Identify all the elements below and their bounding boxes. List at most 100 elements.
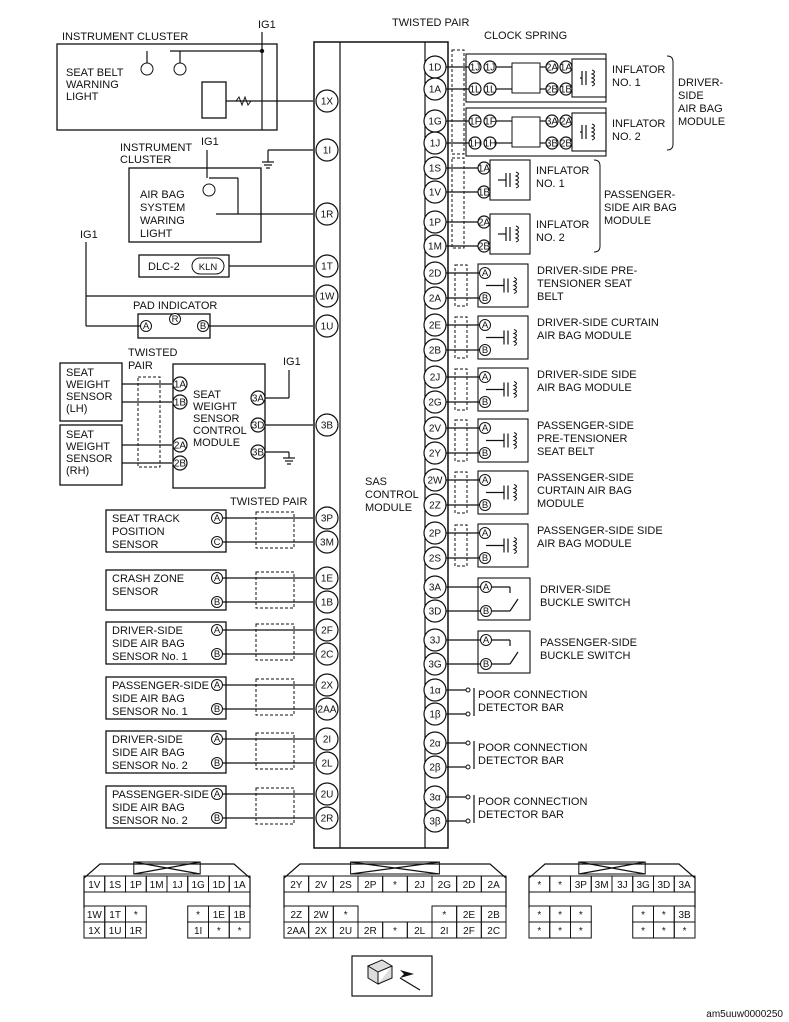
terminal-label: A bbox=[214, 573, 221, 584]
detector-contact bbox=[465, 740, 471, 746]
connector-pin-label: 1P bbox=[130, 880, 143, 891]
connector-pin bbox=[315, 89, 339, 113]
sensor-box-3 bbox=[105, 676, 227, 720]
sensor-label: SENSOR No. 2 bbox=[112, 760, 188, 772]
connector-pin-label: 1V bbox=[88, 880, 101, 891]
buckle-switch-label: PASSENGER-SIDE bbox=[540, 637, 637, 649]
pin-label: 3D bbox=[429, 607, 442, 618]
sensor-label: SENSOR No. 2 bbox=[112, 815, 188, 827]
module-label: CONTROL bbox=[365, 489, 419, 501]
connector-pin-label: * bbox=[537, 926, 541, 937]
driver-airbag-module-label: SIDE bbox=[678, 90, 704, 102]
terminal bbox=[479, 319, 491, 331]
device-label: PASSENGER-SIDE SIDE bbox=[537, 525, 663, 537]
connector-view-icon bbox=[366, 959, 394, 985]
connector-pin bbox=[315, 506, 339, 530]
pin-label: 2α bbox=[429, 739, 441, 750]
squib-box bbox=[571, 58, 607, 98]
terminal-label: A bbox=[143, 321, 150, 332]
switch-contact bbox=[509, 598, 519, 612]
seat-belt-light-label: WARNING bbox=[66, 79, 119, 91]
connector-pin-label: 3P bbox=[575, 880, 588, 891]
connector-pin-label: 3J bbox=[617, 880, 628, 891]
terminal bbox=[211, 596, 223, 608]
terminal bbox=[211, 572, 223, 584]
connector-pin-label: * bbox=[662, 910, 666, 921]
airbag-warning-light-label: SYSTEM bbox=[140, 202, 185, 214]
detector-contact bbox=[465, 794, 471, 800]
seat-weight-sensor-lh-label: WEIGHT bbox=[66, 379, 110, 391]
connector-pin-label: * bbox=[442, 910, 446, 921]
instrument-cluster-2-box bbox=[128, 167, 262, 243]
terminal bbox=[479, 474, 491, 486]
connector-pin-label: 3B bbox=[679, 910, 692, 921]
connector-pin bbox=[468, 82, 482, 96]
device-label: AIR BAG MODULE bbox=[537, 538, 632, 550]
connector-pin bbox=[172, 376, 188, 392]
arrow-icon bbox=[400, 970, 414, 978]
inflator-label: INFLATOR bbox=[612, 64, 665, 76]
buckle-switch-box bbox=[477, 630, 531, 674]
pin-label: 1D bbox=[429, 63, 442, 74]
sensor-label: SIDE AIR BAG bbox=[112, 802, 185, 814]
pin-label: 1A bbox=[560, 63, 573, 74]
twisted-pair-shield bbox=[255, 678, 295, 716]
module-bracket bbox=[593, 159, 601, 253]
squib-box bbox=[571, 112, 607, 152]
connector-pin-label: * bbox=[662, 926, 666, 937]
connector-pin-label: 2U bbox=[339, 926, 352, 937]
detector-label: POOR CONNECTION bbox=[478, 796, 587, 808]
connector-pin-label: * bbox=[393, 926, 397, 937]
pin-label: 2B bbox=[560, 139, 573, 150]
connector-pin-label: * bbox=[579, 910, 583, 921]
terminal bbox=[211, 679, 223, 691]
terminal-label: B bbox=[482, 500, 488, 511]
connector-pin-label: * bbox=[537, 880, 541, 891]
twisted-pair-shield bbox=[255, 732, 295, 770]
squib-coil bbox=[590, 69, 595, 87]
pin-label: 2β bbox=[429, 763, 441, 774]
airbag-warning-light-label: LIGHT bbox=[140, 228, 173, 240]
connector-pin bbox=[315, 751, 339, 775]
instrument-cluster-2-title: INSTRUMENT bbox=[120, 142, 192, 154]
device-label: SEAT BELT bbox=[537, 446, 595, 458]
module-label: SAS bbox=[365, 476, 387, 488]
terminal bbox=[211, 733, 223, 745]
connector-pin-label: 2R bbox=[364, 926, 377, 937]
connector-pin-label: 3M bbox=[595, 880, 609, 891]
connector-pin-label: 2G bbox=[438, 880, 452, 891]
connector-cell bbox=[673, 921, 696, 939]
pin-label: 1A bbox=[478, 164, 491, 175]
terminal-label: A bbox=[214, 625, 221, 636]
terminal-label: B bbox=[214, 704, 220, 715]
twisted-pair-shield bbox=[451, 157, 465, 249]
pin-label: 2A bbox=[546, 63, 559, 74]
driver-airbag-module-label: MODULE bbox=[678, 116, 725, 128]
inflator-label: INFLATOR bbox=[536, 165, 589, 177]
inflator-label: INFLATOR bbox=[536, 219, 589, 231]
pin-label: 1L bbox=[469, 85, 481, 96]
kln-terminal bbox=[191, 257, 225, 275]
seat-weight-control-module-label: SEAT bbox=[193, 389, 221, 401]
connector-pin-label: 2AA bbox=[287, 926, 306, 937]
pin-label: 1L bbox=[484, 85, 496, 96]
connector-pin-label: 2C bbox=[487, 926, 500, 937]
device-label: AIR BAG MODULE bbox=[537, 330, 632, 342]
connector-pin-label: 2L bbox=[414, 926, 426, 937]
twisted-pair-shield bbox=[454, 419, 468, 462]
squib-box bbox=[477, 263, 529, 308]
connector-pin-label: 2Y bbox=[290, 880, 303, 891]
kln-label: KLN bbox=[199, 262, 218, 273]
pin-label: 1β bbox=[429, 710, 441, 721]
seat-weight-sensor-lh-label: SENSOR bbox=[66, 391, 113, 403]
pin-label: 2B bbox=[429, 346, 442, 357]
pin-label: 2G bbox=[428, 398, 442, 409]
connector-pin-label: 1E bbox=[213, 910, 226, 921]
connector-pin-label: * bbox=[558, 880, 562, 891]
passenger-airbag-module-label: MODULE bbox=[604, 215, 651, 227]
connector-pin bbox=[315, 673, 339, 697]
pin-label: 1J bbox=[485, 63, 496, 74]
passenger-airbag-module-label: SIDE AIR BAG bbox=[604, 202, 677, 214]
seat-weight-sensor-rh-label: WEIGHT bbox=[66, 441, 110, 453]
dlc-2-label: DLC-2 bbox=[148, 261, 180, 273]
